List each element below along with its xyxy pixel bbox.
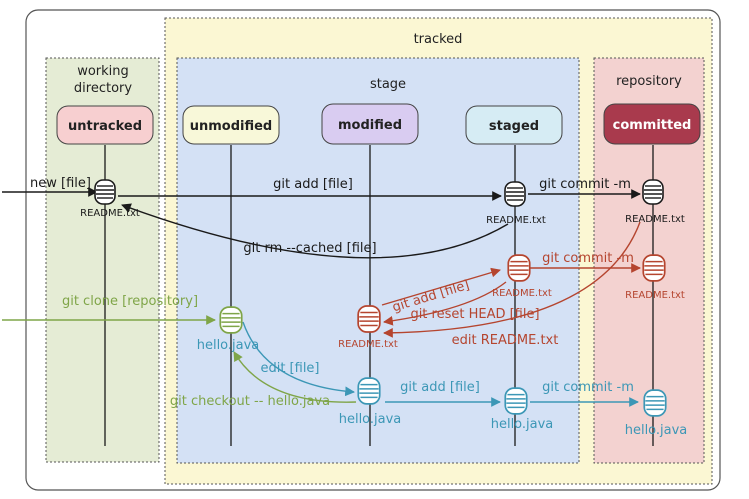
arrow-git-checkout <box>233 351 357 403</box>
state-committed-label: committed <box>613 118 692 133</box>
label-git-commit-hello: git commit -m <box>542 380 634 395</box>
readme-modified-file-icon <box>357 305 381 333</box>
hello-committed-filename: hello.java <box>625 423 688 438</box>
state-unmodified: unmodified <box>182 105 280 145</box>
readme-untracked-file-icon <box>94 179 116 205</box>
arrow-edit-file <box>242 321 355 397</box>
hello-modified-filename: hello.java <box>339 412 402 427</box>
hello-staged-file-icon <box>504 387 528 415</box>
state-modified-label: modified <box>338 118 402 133</box>
state-unmodified-label: unmodified <box>190 119 273 134</box>
readme-untracked-filename: README.txt <box>80 208 140 219</box>
label-edit-file: edit [file] <box>260 361 319 376</box>
readme-recommitted-file-icon <box>642 254 666 282</box>
label-new-file: new [file] <box>30 176 91 191</box>
state-untracked: untracked <box>56 105 154 145</box>
state-untracked-label: untracked <box>68 119 142 134</box>
hello-unmodified-file-icon <box>219 306 243 334</box>
label-git-clone: git clone [repository] <box>62 294 198 309</box>
readme-committed-filename: README.txt <box>625 214 685 225</box>
arrow-edit-readme <box>383 221 641 338</box>
label-git-add-untracked: git add [file] <box>273 177 353 192</box>
stage-label: stage <box>370 77 406 92</box>
readme-restaged-file-icon <box>507 254 531 282</box>
readme-restaged-filename: README.txt <box>492 288 552 299</box>
label-git-commit-readme: git commit -m <box>539 177 631 192</box>
label-git-checkout: git checkout -- hello.java <box>170 394 330 409</box>
hello-unmodified-filename: hello.java <box>197 338 260 353</box>
arrow-git-rm-cached <box>121 203 509 259</box>
repository-label: repository <box>616 74 682 89</box>
working-directory-label-line1: working <box>77 64 129 79</box>
state-staged: staged <box>465 105 563 145</box>
readme-committed-file-icon <box>642 179 664 205</box>
tracked-label: tracked <box>414 32 463 47</box>
state-modified: modified <box>321 103 419 145</box>
label-edit-readme: edit README.txt <box>452 333 559 348</box>
working-directory-label-line2: directory <box>74 81 132 96</box>
readme-modified-filename: README.txt <box>338 339 398 350</box>
label-git-commit-modified: git commit -m <box>542 251 634 266</box>
label-git-reset-head: git reset HEAD [file] <box>410 307 539 322</box>
readme-recommitted-filename: README.txt <box>625 290 685 301</box>
state-staged-label: staged <box>489 119 539 134</box>
hello-staged-filename: hello.java <box>491 417 554 432</box>
readme-staged-file-icon <box>504 181 526 207</box>
arrow-git-reset-head <box>383 281 507 326</box>
hello-modified-file-icon <box>357 377 381 405</box>
label-git-add-hello: git add [file] <box>400 380 480 395</box>
readme-staged-filename: README.txt <box>486 215 546 226</box>
state-committed: committed <box>603 103 701 145</box>
hello-committed-file-icon <box>643 389 667 417</box>
label-git-rm-cached: git rm --cached [file] <box>243 241 376 256</box>
arrow-git-add-modified <box>381 267 501 306</box>
